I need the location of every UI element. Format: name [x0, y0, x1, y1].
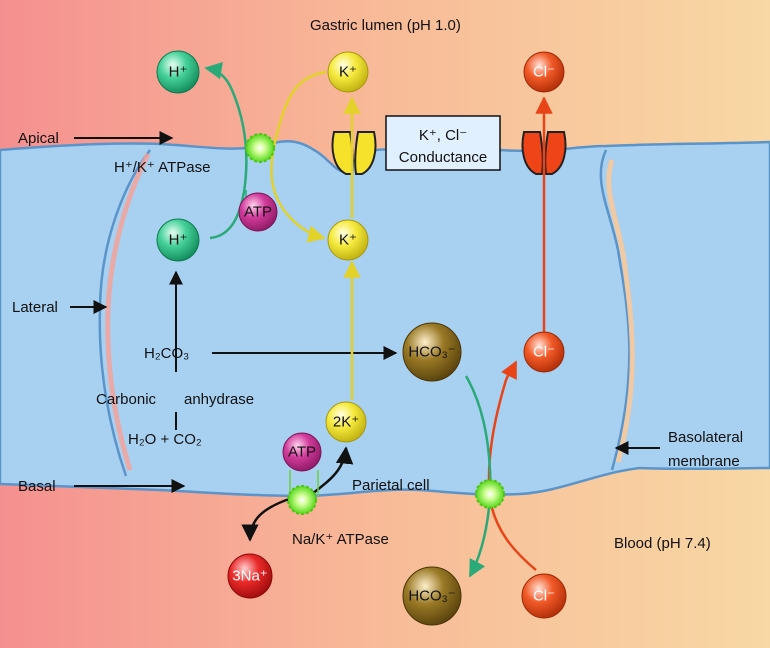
- apical-label: Apical: [18, 130, 59, 147]
- cl-ion-cell: Cl⁻: [523, 331, 565, 373]
- hco3-ion-blood: HCO₃⁻: [402, 566, 462, 626]
- cl-ion-lumen: Cl⁻: [523, 51, 565, 93]
- svg-text:Cl⁻: Cl⁻: [533, 588, 555, 605]
- hco3-export-arrow: [464, 375, 492, 578]
- cl-uptake-arrow: [487, 360, 537, 571]
- anhydrase-label: anhydrase: [184, 391, 254, 408]
- svg-text:HCO₃⁻: HCO₃⁻: [408, 588, 455, 605]
- nak-atpase-label: Na/K⁺ ATPase: [292, 531, 389, 548]
- h2co3-label: H₂CO₃: [144, 345, 189, 362]
- k-ion-lumen: K⁺: [327, 51, 369, 93]
- na-out-arrow: [241, 496, 293, 542]
- k2-ion-cell: 2K⁺: [325, 401, 367, 443]
- basolateral-label: Basolateral: [668, 429, 743, 446]
- hco3-ion-cell: HCO₃⁻: [402, 322, 462, 382]
- svg-text:ATP: ATP: [244, 204, 272, 221]
- atp-top: ATP: [238, 192, 278, 232]
- svg-text:Cl⁻: Cl⁻: [533, 344, 555, 361]
- na3-ion-blood: 3Na⁺: [227, 553, 273, 599]
- cl-hco3-exchanger: [475, 479, 505, 509]
- lateral-space-right: [606, 159, 635, 463]
- svg-text:K⁺: K⁺: [339, 232, 357, 249]
- parietal-cell-label: Parietal cell: [352, 477, 430, 494]
- conductance-box: [385, 115, 501, 171]
- svg-text:ATP: ATP: [288, 444, 316, 461]
- svg-text:HCO₃⁻: HCO₃⁻: [408, 344, 455, 361]
- basal-label: Basal: [18, 478, 56, 495]
- svg-text:H⁺: H⁺: [169, 64, 188, 81]
- k-in-arrow: [311, 446, 354, 495]
- h-ion-cell: H⁺: [156, 218, 200, 262]
- conductance-label-2: Conductance: [399, 149, 487, 166]
- svg-text:H⁺: H⁺: [169, 232, 188, 249]
- cl-channel: [521, 131, 567, 175]
- blood-label: Blood (pH 7.4): [614, 535, 711, 552]
- lateral-cleft-right: [599, 149, 631, 471]
- nak-atpase-pump: [287, 485, 317, 515]
- h-secretion-arrow: [204, 61, 248, 240]
- svg-text:3Na⁺: 3Na⁺: [232, 568, 267, 585]
- svg-text:K⁺: K⁺: [339, 64, 357, 81]
- h2o-co2-label: H₂O + CO₂: [128, 431, 202, 448]
- k-ion-cell: K⁺: [327, 219, 369, 261]
- cl-ion-blood: Cl⁻: [521, 573, 567, 619]
- carbonic-label: Carbonic: [96, 391, 157, 408]
- lateral-label: Lateral: [12, 299, 58, 316]
- atp-bottom: ATP: [282, 432, 322, 472]
- hk-atpase-pump: [245, 133, 275, 163]
- k-channel: [331, 131, 377, 175]
- svg-text:Cl⁻: Cl⁻: [533, 64, 555, 81]
- gastric-lumen-label: Gastric lumen (pH 1.0): [310, 17, 461, 34]
- svg-text:2K⁺: 2K⁺: [333, 414, 359, 431]
- conductance-label-1: K⁺, Cl⁻: [419, 127, 467, 144]
- h-ion-lumen: H⁺: [156, 50, 200, 94]
- lateral-space-left: [105, 152, 151, 471]
- membrane-label: membrane: [668, 453, 740, 470]
- hk-atpase-label: H⁺/K⁺ ATPase: [114, 159, 210, 176]
